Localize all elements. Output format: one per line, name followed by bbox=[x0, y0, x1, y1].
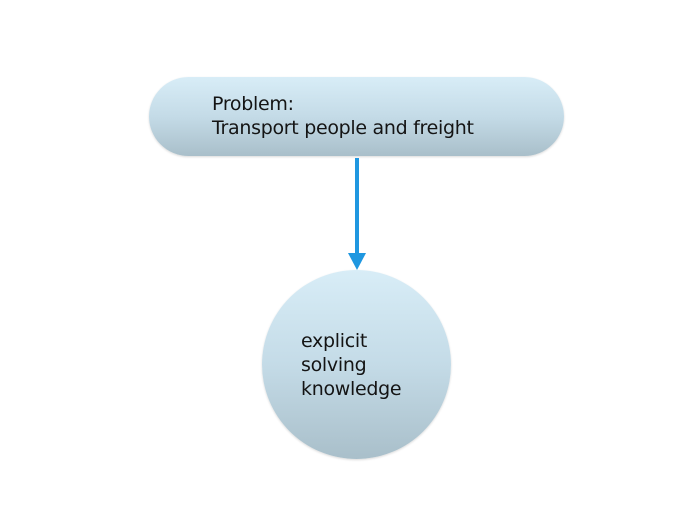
knowledge-text: explicit solving knowledge bbox=[301, 329, 402, 401]
knowledge-line-1: explicit bbox=[301, 330, 367, 352]
problem-node[interactable]: Problem: Transport people and freight bbox=[149, 77, 564, 156]
knowledge-line-2: solving bbox=[301, 354, 367, 376]
knowledge-node[interactable]: explicit solving knowledge bbox=[262, 270, 451, 459]
problem-label: Problem: bbox=[212, 93, 294, 115]
arrow-head bbox=[348, 253, 366, 270]
knowledge-line-3: knowledge bbox=[301, 378, 402, 400]
problem-description: Transport people and freight bbox=[212, 117, 474, 139]
problem-text: Problem: Transport people and freight bbox=[212, 92, 474, 140]
